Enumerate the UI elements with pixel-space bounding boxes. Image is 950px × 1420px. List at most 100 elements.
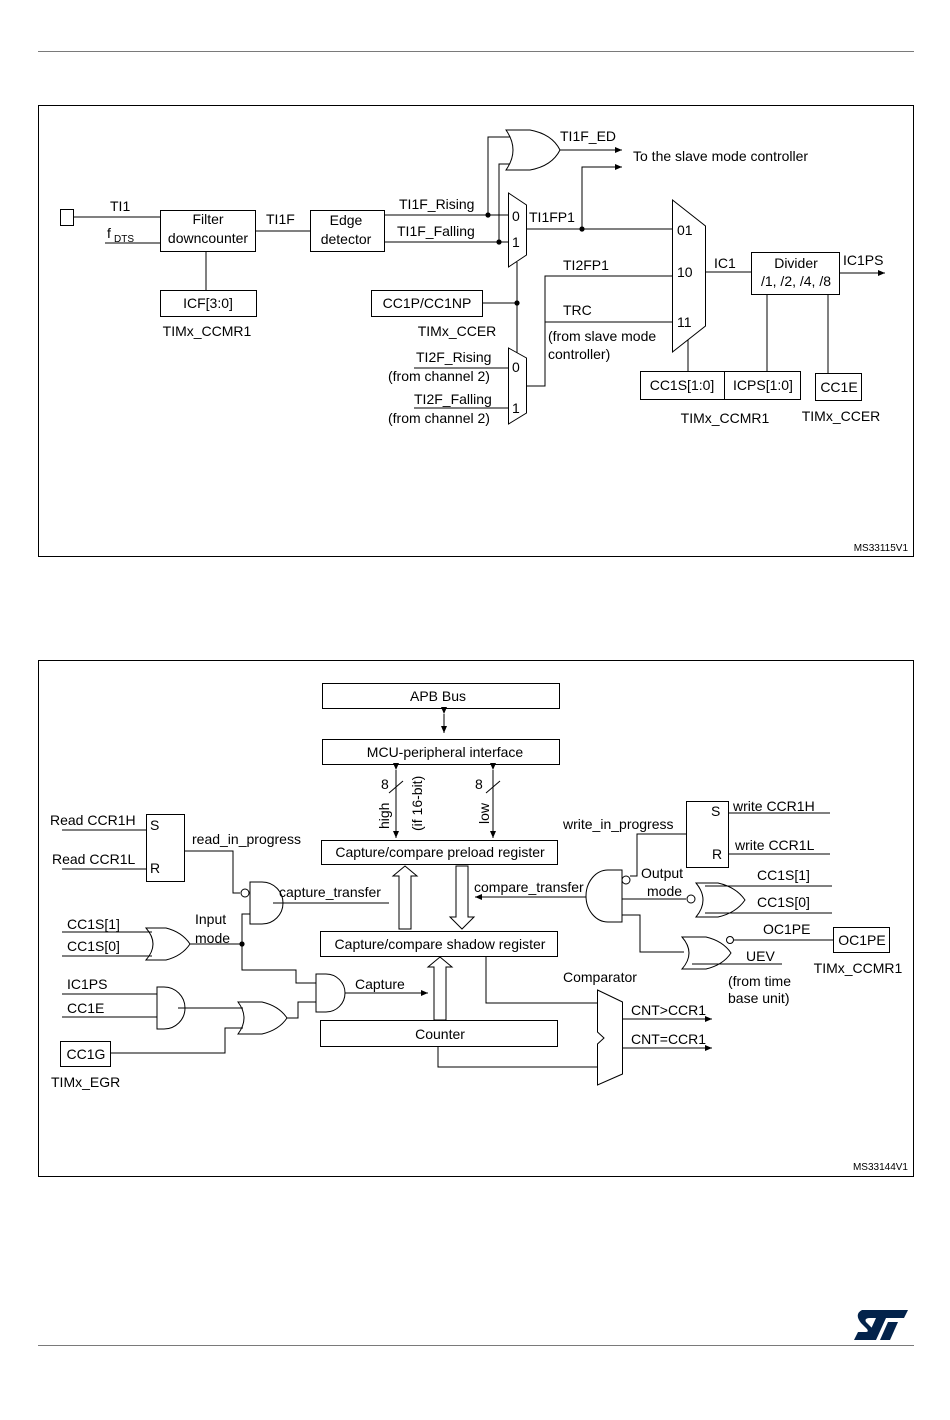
read-latch-r: R xyxy=(150,860,160,876)
cc1s1-label-a: CC1S[1] xyxy=(67,916,120,932)
cc1s0-label-b: CC1S[0] xyxy=(757,894,810,910)
trc-desc-2: controller) xyxy=(548,346,610,362)
capture-compare-diagram: APB Bus MCU-peripheral interface 8 high … xyxy=(38,660,914,1177)
oc1pe-register xyxy=(833,927,890,953)
ti1f-ed-label: TI1F_ED xyxy=(560,128,616,144)
write-latch-r: R xyxy=(712,846,722,862)
write-sr-latch xyxy=(686,801,729,868)
cc1s-register xyxy=(640,371,725,400)
filter-downcounter-block xyxy=(160,210,256,252)
shadow-register xyxy=(320,931,558,957)
ti2f-falling-label: TI2F_Falling xyxy=(414,391,492,407)
bus-width-low: 8 xyxy=(475,776,483,792)
diagram2-frame xyxy=(38,660,914,1177)
write-latch-s: S xyxy=(711,803,720,819)
apb-bus-label: APB Bus xyxy=(410,688,466,704)
capture-arrow xyxy=(426,956,454,1021)
cc1e-register xyxy=(815,373,862,401)
channel2-label-a: (from channel 2) xyxy=(388,368,490,384)
ti1f-falling-label: TI1F_Falling xyxy=(397,223,475,239)
cc1s1-label-b: CC1S[1] xyxy=(757,867,810,883)
ti1f-rising-label: TI1F_Rising xyxy=(399,196,474,212)
compare-transfer-label: compare_transfer xyxy=(474,879,584,895)
bus-width-high: 8 xyxy=(381,776,389,792)
input-capture-diagram: TI1 f DTS Filter downcounter ICF[3:0] TI… xyxy=(38,105,914,557)
diagram1-code: MS33115V1 xyxy=(854,543,909,554)
cc1p-register xyxy=(371,290,483,317)
if-16bit-label: (if 16-bit) xyxy=(409,776,425,831)
ic1ps-label: IC1PS xyxy=(843,252,883,268)
ti1f-ed-or-gate xyxy=(505,129,561,171)
bottom-rule xyxy=(38,1345,914,1346)
ti2-polarity-mux xyxy=(508,347,527,425)
mcu-interface-block xyxy=(322,739,560,765)
divider-label-2: /1, /2, /4, /8 xyxy=(761,273,831,289)
ic1-label: IC1 xyxy=(714,255,736,271)
output-mode-label-2: mode xyxy=(647,883,682,899)
slave-mode-label: To the slave mode controller xyxy=(633,148,808,164)
read-in-progress-label: read_in_progress xyxy=(192,831,301,847)
comparator-block xyxy=(597,989,623,1086)
cc1s-label: CC1S[1:0] xyxy=(650,377,715,393)
ccer-label-a: TIMx_CCER xyxy=(418,323,497,339)
oc1pe-label: OC1PE xyxy=(763,921,810,937)
capture-transfer-label: capture_transfer xyxy=(279,884,381,900)
cc1g-label: CC1G xyxy=(67,1046,106,1062)
icps-label: ICPS[1:0] xyxy=(733,377,793,393)
cc1s0-label-a: CC1S[0] xyxy=(67,938,120,954)
shadow-register-label: Capture/compare shadow register xyxy=(335,936,546,952)
prescaler-divider xyxy=(751,252,840,295)
diagram1-frame xyxy=(38,105,914,557)
ti2-mux-1: 1 xyxy=(512,400,520,416)
comparator-label: Comparator xyxy=(563,969,637,985)
uev-label: UEV xyxy=(746,948,775,964)
diagram2-code: MS33144V1 xyxy=(853,1162,908,1173)
fdts-subscript: DTS xyxy=(114,234,134,245)
ti1-label: TI1 xyxy=(110,198,130,214)
cc1e-label: CC1E xyxy=(67,1000,104,1016)
oc1pe-or-gate xyxy=(680,936,732,970)
low-byte-label: low xyxy=(476,802,492,824)
input-mode-label-1: Input xyxy=(195,911,226,927)
output-mode-nor-gate xyxy=(694,882,746,918)
ccmr1-label: TIMx_CCMR1 xyxy=(814,960,903,976)
ti2fp1-label: TI2FP1 xyxy=(563,257,609,273)
edge-label-2: detector xyxy=(321,231,372,247)
compare-transfer-and-gate xyxy=(585,869,623,923)
preload-register-label: Capture/compare preload register xyxy=(335,844,545,860)
egr-label: TIMx_EGR xyxy=(51,1074,120,1090)
high-byte-label: high xyxy=(376,803,392,829)
counter-label: Counter xyxy=(415,1026,465,1042)
apb-bus-block xyxy=(322,683,560,709)
ic1ps-label: IC1PS xyxy=(67,976,107,992)
read-ccr1l-label: Read CCR1L xyxy=(52,851,135,867)
ic1ps-and-gate xyxy=(156,986,186,1030)
mux-in-11: 11 xyxy=(677,314,692,330)
ccer-label-b: TIMx_CCER xyxy=(802,408,881,424)
mcu-interface-label: MCU-peripheral interface xyxy=(367,744,524,760)
cnt-gt-ccr1-label: CNT>CCR1 xyxy=(631,1002,706,1018)
mux-in-10: 10 xyxy=(677,264,693,280)
mux-in-01: 01 xyxy=(677,222,693,238)
capture-or-gate xyxy=(237,1001,288,1035)
ti1-pin xyxy=(60,209,74,226)
icf-label: ICF[3:0] xyxy=(183,295,233,311)
icf-register xyxy=(160,290,257,317)
output-mode-label-1: Output xyxy=(641,865,683,881)
fdts-label: f xyxy=(107,225,111,241)
channel2-label-b: (from channel 2) xyxy=(388,410,490,426)
write-ccr1l-label: write CCR1L xyxy=(734,837,815,853)
divider-label-1: Divider xyxy=(774,255,818,271)
cc1p-label: CC1P/CC1NP xyxy=(383,295,472,311)
counter-block xyxy=(320,1020,558,1047)
read-ccr1h-label: Read CCR1H xyxy=(50,812,136,828)
oc1pe-register-label: OC1PE xyxy=(838,932,885,948)
trc-desc-1: (from slave mode xyxy=(548,328,656,344)
ti2-mux-0: 0 xyxy=(512,359,520,375)
filter-label-1: Filter xyxy=(192,211,223,227)
polarity-mux-1: 1 xyxy=(512,234,520,250)
trc-label: TRC xyxy=(563,302,592,318)
ti1f-label: TI1F xyxy=(266,211,295,227)
polarity-mux-0: 0 xyxy=(512,208,520,224)
cnt-eq-ccr1-label: CNT=CCR1 xyxy=(631,1031,706,1047)
